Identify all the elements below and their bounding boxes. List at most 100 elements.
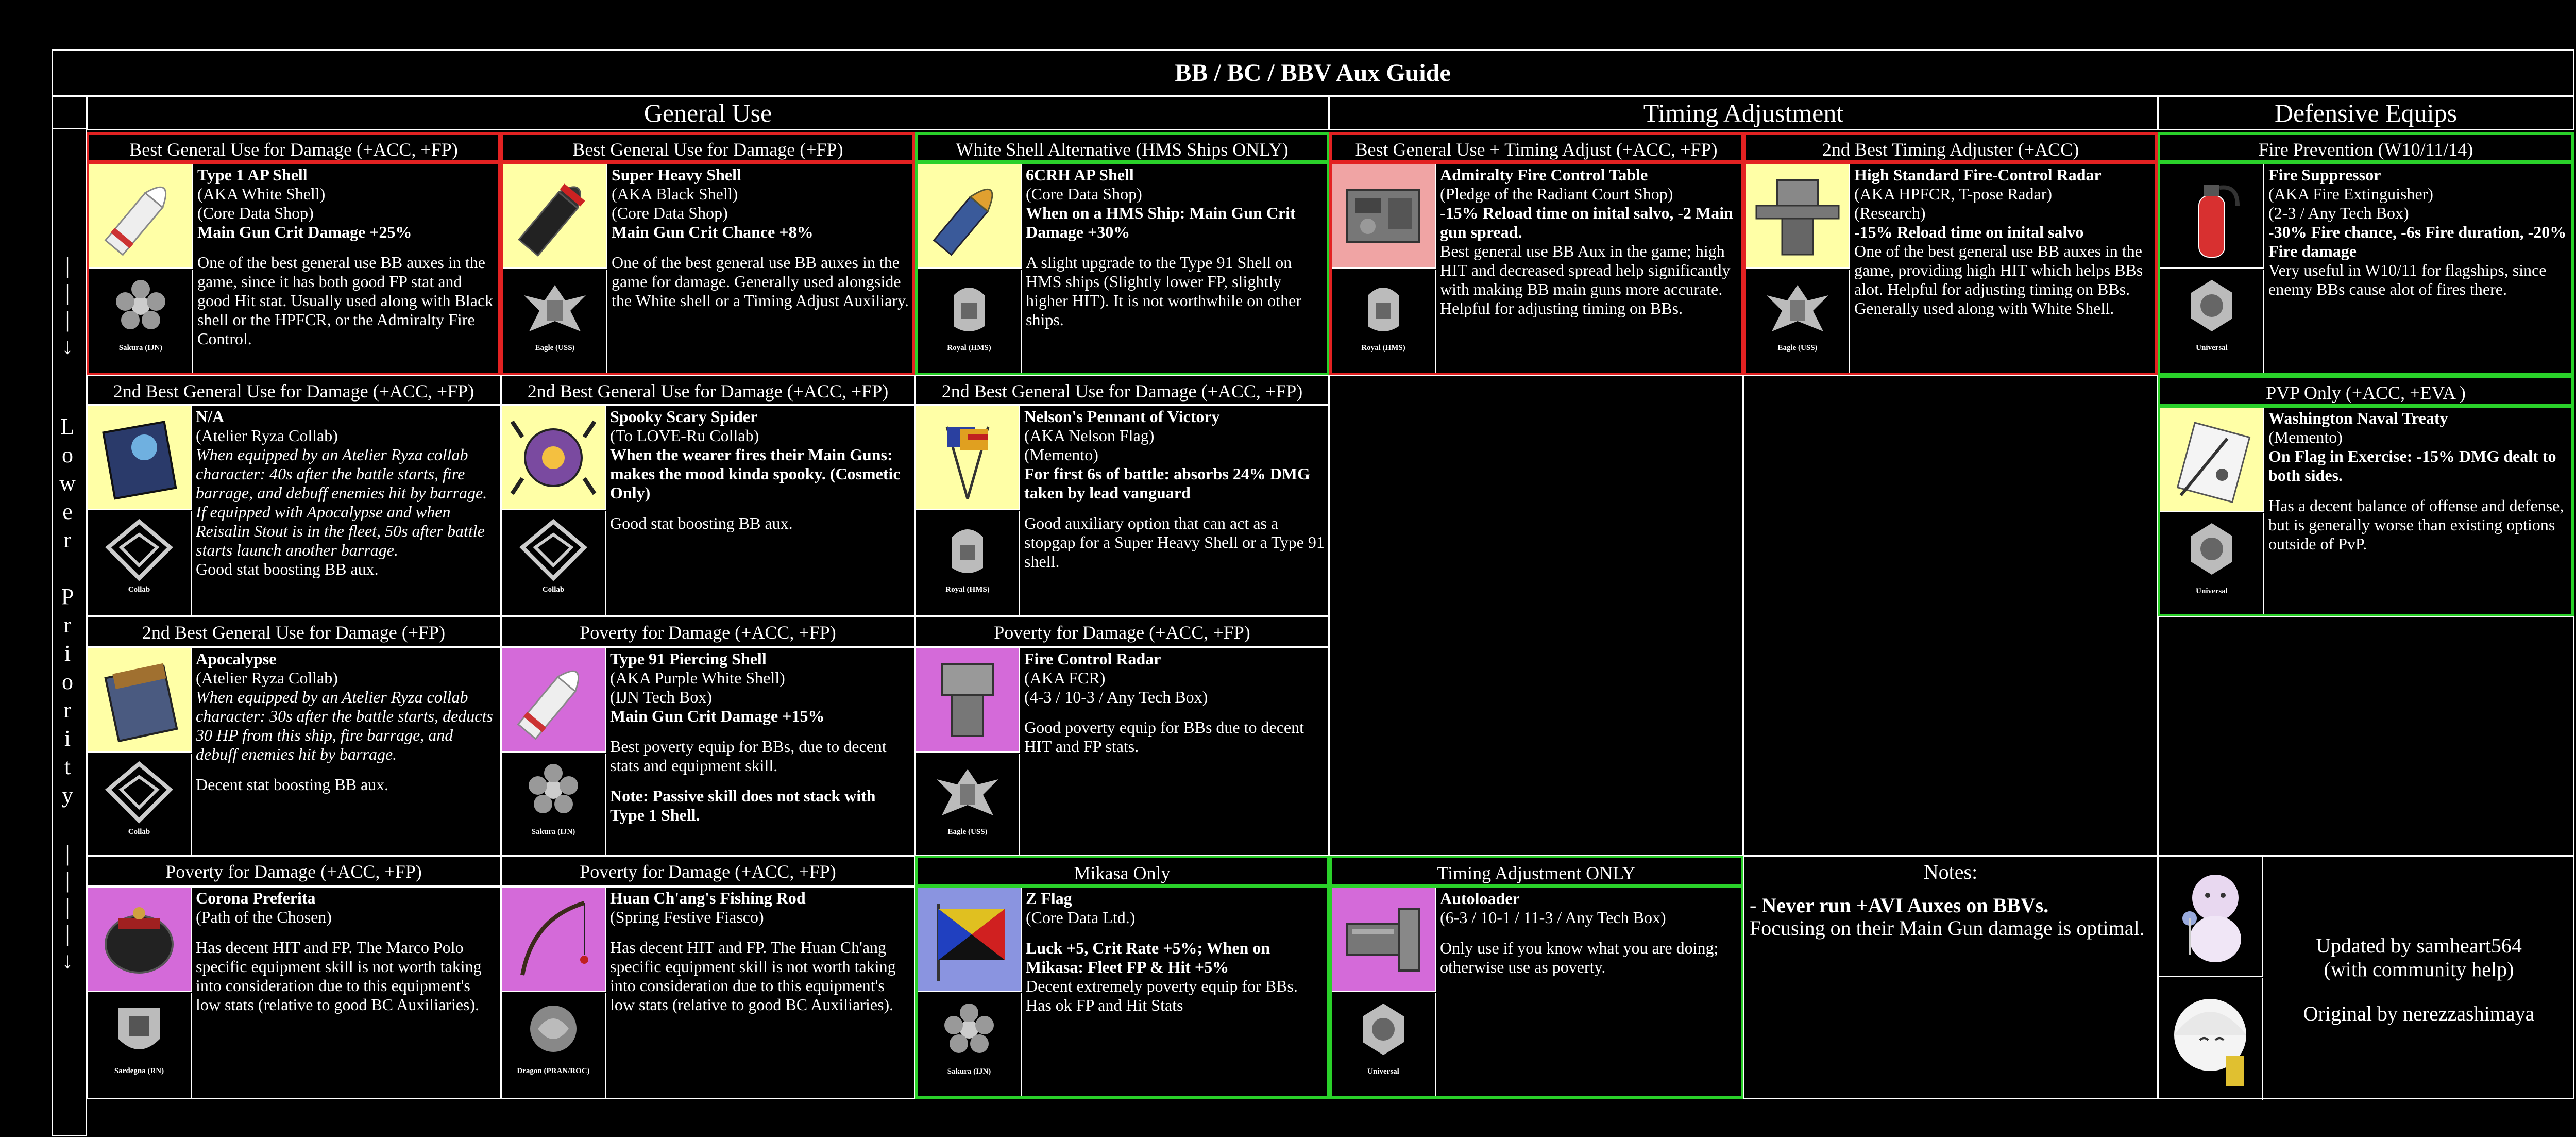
faction-emblem: Collab [88, 511, 192, 615]
faction-name: Royal (HMS) [945, 586, 990, 594]
aux-desc: Good auxiliary option that can act as a … [1024, 514, 1325, 571]
faction-name: Royal (HMS) [1361, 344, 1405, 352]
side-arrows-bottom: | | | | ↓ [62, 841, 73, 973]
aux-desc: Has decent HIT and FP. The Marco Polo sp… [196, 938, 482, 1014]
aux-desc: Good stat boosting BB aux. [196, 560, 379, 578]
aux-name: Spooky Scary Spider [610, 407, 758, 426]
aux-line: (4-3 / 10-3 / Any Tech Box) [1024, 688, 1208, 706]
aux-line: (To LOVE-Ru Collab) [610, 426, 759, 445]
faction-name: Eagle (USS) [1777, 344, 1818, 352]
cell-header: Fire Prevention (W10/11/14) [2158, 132, 2574, 163]
faction-name: Universal [2196, 587, 2228, 595]
aux-line: (AKA Fire Extinguisher) [2268, 185, 2433, 203]
cell-header: Mikasa Only [915, 856, 1329, 887]
credits-help: (with community help) [2324, 958, 2514, 981]
aux-desc: Best general use BB Aux in the game; hig… [1440, 242, 1731, 317]
aux-line: (2-3 / Any Tech Box) [2268, 204, 2409, 222]
aux-line: (6-3 / 10-1 / 11-3 / Any Tech Box) [1440, 908, 1666, 927]
card-text: High Standard Fire-Control Radar (AKA HP… [1854, 165, 2153, 372]
nelson-flag-icon [916, 406, 1020, 510]
left-gutter-head [52, 96, 87, 129]
notes-title: Notes: [1923, 860, 1978, 883]
cell-header: Timing Adjustment ONLY [1329, 856, 1743, 887]
aux-line: (Pledge of the Radiant Court Shop) [1440, 185, 1673, 203]
aux-desc: Good poverty equip for BBs due to decent… [1024, 718, 1304, 756]
aux-card-corona-preferita: Sardegna (RN) Corona Preferita (Path of … [87, 887, 501, 1099]
aux-line: (Core Data Shop) [197, 204, 314, 222]
aux-desc: Good stat boosting BB aux. [610, 514, 793, 532]
black-shell-icon [503, 164, 607, 269]
aux-card-autoloader: Universal Autoloader (6-3 / 10-1 / 11-3 … [1329, 885, 1743, 1099]
fire-extinguisher-icon [2160, 164, 2264, 269]
spider-icon [502, 406, 606, 510]
aux-line: (AKA FCR) [1024, 668, 1106, 687]
aux-name: Apocalypse [196, 649, 277, 668]
hpfcr-radar-icon [1746, 164, 1850, 269]
faction-name: Sakura (IJN) [947, 1067, 991, 1076]
white-shell-icon [89, 164, 193, 269]
cell-header: Best General Use for Damage (+ACC, +FP) [87, 132, 501, 163]
aux-line: (AKA Black Shell) [612, 185, 738, 203]
aux-desc: Best poverty equip for BBs, due to decen… [610, 737, 887, 775]
faction-emblem: Eagle (USS) [916, 754, 1020, 855]
aux-line: (Memento) [2268, 428, 2343, 446]
corona-crown-icon [88, 888, 192, 992]
notes-body: - Never run +AVI Auxes on BBVs. Focusing… [1744, 884, 2157, 950]
aux-name: Type 91 Piercing Shell [610, 649, 767, 668]
section-timing-adjustment: Timing Adjustment [1329, 96, 2158, 130]
aux-line: (Core Data Shop) [612, 204, 728, 222]
avatar [2159, 857, 2263, 977]
aux-stat: When the wearer fires their Main Guns: m… [610, 445, 901, 502]
faction-emblem: Dragon (PRAN/ROC) [502, 993, 606, 1098]
aux-name: Nelson's Pennant of Victory [1024, 407, 1220, 426]
aux-card-type1-ap-shell: Sakura (IJN) Type 1 AP Shell (AKA White … [87, 162, 501, 375]
faction-name: Sardegna (RN) [114, 1067, 164, 1075]
aux-desc: Only use if you know what you are doing;… [1440, 939, 1719, 976]
card-text: Fire Control Radar (AKA FCR) (4-3 / 10-3… [1024, 649, 1326, 854]
aux-line: (Atelier Ryza Collab) [196, 668, 338, 687]
card-text: Admiralty Fire Control Table (Pledge of … [1440, 165, 1739, 372]
credits-original: Original by nerezzashimaya [2303, 1002, 2535, 1025]
card-text: Fire Suppressor (AKA Fire Extinguisher) … [2268, 165, 2569, 372]
aux-name: Admiralty Fire Control Table [1440, 165, 1648, 184]
card-text: Spooky Scary Spider (To LOVE-Ru Collab) … [610, 407, 912, 614]
cell-header: 2nd Best General Use for Damage (+FP) [87, 616, 501, 647]
aux-card-type91-piercing-shell: Sakura (IJN) Type 91 Piercing Shell (AKA… [501, 647, 915, 856]
aux-line: (AKA Purple White Shell) [610, 668, 785, 687]
aux-name: Fire Control Radar [1024, 649, 1161, 668]
aux-name: Washington Naval Treaty [2268, 409, 2448, 427]
faction-emblem: Collab [502, 511, 606, 615]
card-text: 6CRH AP Shell (Core Data Shop) When on a… [1026, 165, 1325, 372]
faction-emblem: Sardegna (RN) [88, 993, 192, 1098]
card-text: Huan Ch'ang's Fishing Rod (Spring Festiv… [610, 889, 912, 1097]
treaty-scroll-icon [2160, 408, 2264, 512]
faction-name: Royal (HMS) [947, 344, 991, 352]
fcr-radar-icon [916, 648, 1020, 753]
aux-stat: For first 6s of battle: absorbs 24% DMG … [1024, 464, 1310, 502]
aux-stat: Main Gun Crit Damage +15% [610, 707, 825, 725]
aux-name: Fire Suppressor [2268, 165, 2381, 184]
card-text: Autoloader (6-3 / 10-1 / 11-3 / Any Tech… [1440, 889, 1739, 1095]
aux-line: (Atelier Ryza Collab) [196, 426, 338, 445]
faction-emblem: Universal [2160, 270, 2264, 373]
cell-header: 2nd Best General Use for Damage (+ACC, +… [501, 375, 915, 405]
faction-name: Sakura (IJN) [531, 828, 575, 836]
aux-line: (Memento) [1024, 445, 1098, 464]
credits-text: Updated by samheart564 (with community h… [2267, 934, 2571, 1037]
aux-line: (AKA Nelson Flag) [1024, 426, 1155, 445]
aux-line: (AKA HPFCR, T-pose Radar) [1854, 185, 2053, 203]
aux-name: N/A [196, 407, 225, 426]
faction-name: Collab [128, 828, 150, 836]
notes-panel: Notes: - Never run +AVI Auxes on BBVs. F… [1743, 856, 2158, 1099]
aux-card-washington-naval-treaty: Universal Washington Naval Treaty (Memen… [2158, 405, 2574, 616]
card-text: Corona Preferita (Path of the Chosen) Ha… [196, 889, 498, 1097]
cell-header: Best General Use + Timing Adjust (+ACC, … [1329, 132, 1743, 163]
aux-name: Huan Ch'ang's Fishing Rod [610, 889, 806, 907]
aux-card-6crh-ap-shell: Royal (HMS) 6CRH AP Shell (Core Data Sho… [915, 162, 1329, 375]
aux-desc: Decent extremely poverty equip for BBs. … [1026, 977, 1298, 1014]
type91-shell-icon [502, 648, 606, 753]
credits-panel: Updated by samheart564 (with community h… [2158, 856, 2574, 1100]
aux-card-z-flag: Sakura (IJN) Z Flag (Core Data Ltd.) Luc… [915, 885, 1329, 1099]
card-text: Super Heavy Shell (AKA Black Shell) (Cor… [612, 165, 910, 372]
faction-name: Universal [1367, 1067, 1399, 1076]
